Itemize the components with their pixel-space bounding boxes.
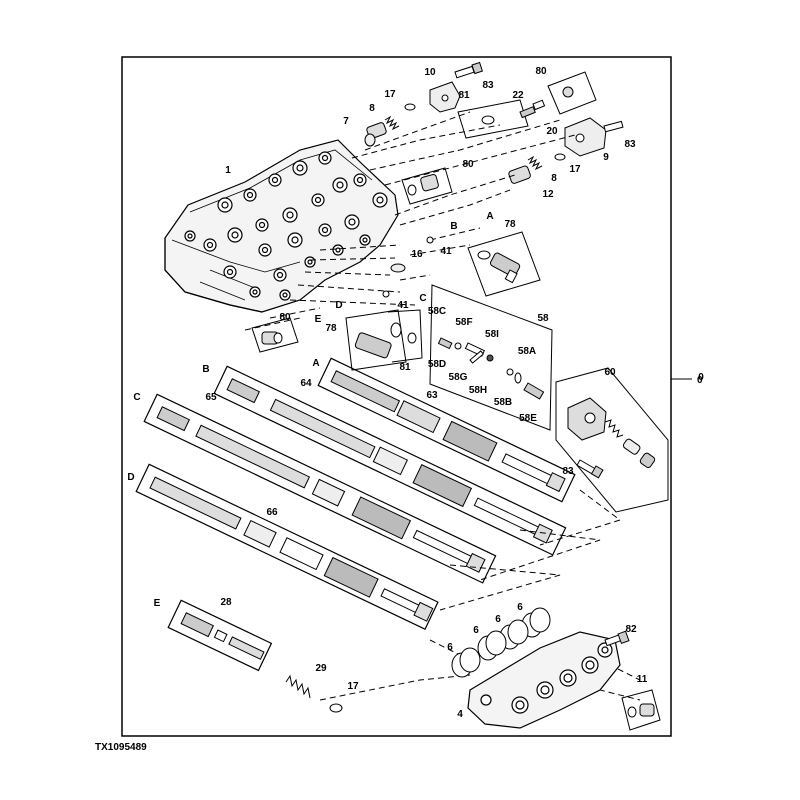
assembly-callout: 0 <box>697 375 703 386</box>
callout-c64: 64 <box>300 378 312 389</box>
callout-c80c: 80 <box>279 312 291 323</box>
callout-c66: 66 <box>266 507 278 518</box>
figure-frame <box>121 56 672 737</box>
callout-cA2: A <box>312 358 319 369</box>
callout-c81a: 81 <box>458 90 470 101</box>
callout-c58E: 58E <box>519 413 537 424</box>
callout-c20: 20 <box>546 126 558 137</box>
callout-c11: 11 <box>637 674 648 685</box>
callout-c6c: 6 <box>473 625 479 636</box>
callout-c58B: 58B <box>494 397 512 408</box>
spool-assembly-63 <box>317 357 576 503</box>
callout-c6a: 6 <box>517 602 523 613</box>
callout-cD2: D <box>127 472 134 483</box>
callout-c63: 63 <box>426 390 438 401</box>
callout-c28: 28 <box>220 597 232 608</box>
callout-c58: 58 <box>537 313 549 324</box>
callout-c8a: 8 <box>369 103 375 114</box>
callout-c12: 12 <box>542 189 554 200</box>
callout-c78a: 78 <box>504 219 516 230</box>
callout-c6b: 6 <box>495 614 501 625</box>
callout-c83b: 83 <box>624 139 636 150</box>
callout-c83c: 83 <box>562 466 574 477</box>
callout-cE1: E <box>315 314 322 325</box>
callout-c41b: 41 <box>397 300 409 311</box>
callout-cC1: C <box>419 293 426 304</box>
callout-cB1: B <box>450 221 457 232</box>
bolt-82 <box>604 630 630 647</box>
callout-c29: 29 <box>315 663 327 674</box>
spool-assembly-64 <box>213 365 567 556</box>
callout-c7: 7 <box>343 116 349 127</box>
callout-c58F: 58F <box>455 317 472 328</box>
callout-c58G: 58G <box>449 372 468 383</box>
loose-small-parts <box>382 236 434 298</box>
callout-c17a: 17 <box>384 89 396 100</box>
end-body-4 <box>467 631 621 729</box>
callout-c0: 0 <box>698 372 704 383</box>
relief-valve-upper <box>467 231 541 297</box>
spool-assembly-66 <box>135 463 439 630</box>
callout-c4: 4 <box>457 709 463 720</box>
callout-c17b: 17 <box>569 164 581 175</box>
spool-assembly-28 <box>167 599 273 672</box>
callout-c83a: 83 <box>482 80 494 91</box>
callout-cA1: A <box>486 211 493 222</box>
callout-c58C: 58C <box>428 306 446 317</box>
assembly-60-box <box>555 367 669 513</box>
callout-cD1: D <box>335 300 342 311</box>
callout-c78b: 78 <box>325 323 337 334</box>
callout-c58D: 58D <box>428 359 446 370</box>
top-hardware <box>364 61 624 205</box>
callout-c82: 82 <box>625 624 637 635</box>
callout-c9: 9 <box>603 152 609 163</box>
callout-c16: 16 <box>411 249 423 260</box>
callout-c22: 22 <box>512 90 524 101</box>
callout-c17c: 17 <box>347 681 359 692</box>
plug-11 <box>621 689 661 731</box>
callout-c41a: 41 <box>440 246 452 257</box>
callout-c65: 65 <box>205 392 217 403</box>
callout-c10: 10 <box>424 67 436 78</box>
callout-cE2: E <box>154 598 161 609</box>
callout-c8b: 8 <box>551 173 557 184</box>
spool-assembly-65 <box>143 393 497 584</box>
callout-c81b: 81 <box>399 362 411 373</box>
caps-6 <box>451 607 551 678</box>
relief-valve-center <box>345 309 423 371</box>
callout-c6d: 6 <box>447 642 453 653</box>
plug-lower-left <box>251 317 299 353</box>
callout-c58I: 58I <box>485 329 499 340</box>
callout-c58H: 58H <box>469 385 487 396</box>
assembly-guides-top <box>244 111 576 331</box>
callout-c58A: 58A <box>518 346 536 357</box>
callout-c80a: 80 <box>535 66 547 77</box>
figure-reference: TX1095489 <box>95 742 147 753</box>
callout-cB2: B <box>202 364 209 375</box>
callout-c80b: 80 <box>462 159 474 170</box>
callout-c1: 1 <box>225 165 231 176</box>
valve-body-housing <box>164 139 399 313</box>
spring-29 <box>285 674 343 713</box>
callout-cC2: C <box>133 392 140 403</box>
kit-58-box <box>429 284 553 431</box>
callout-c60: 60 <box>604 367 616 378</box>
